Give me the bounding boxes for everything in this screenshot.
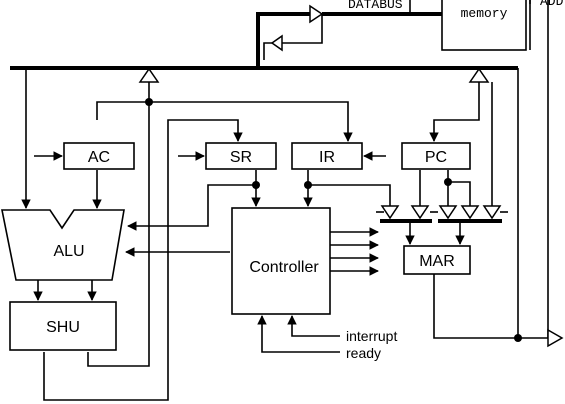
controller-unit: Controller [231,207,331,315]
shu-output-return [87,102,150,367]
bus-driver-pc [468,67,490,83]
shu-unit: SHU [9,301,117,351]
databus-label: DATABUS [348,0,403,12]
junction-address [514,334,522,342]
alu-label: ALU [53,243,84,260]
alu-feedback-up [96,101,149,120]
databus-upper-link [256,12,310,68]
ir-register: IR [291,142,363,170]
bus-driver-alu [138,67,160,83]
interrupt-input [287,315,340,337]
controller-label: Controller [249,259,319,276]
mar-to-address-out [433,274,548,339]
ir-to-mar-buffer [308,184,391,206]
bus-to-ir [148,82,353,142]
databus-in-drop [263,42,272,60]
databus-return-wire [280,14,323,44]
ac-register: AC [63,142,135,170]
bus-to-pc [429,82,480,142]
mar-input-buffers [376,205,508,220]
mar-label: MAR [419,253,455,270]
memory-label: memory [461,6,508,21]
bus-to-sr [167,119,243,180]
mar-register: MAR [403,245,471,275]
memory-block: memory [441,0,527,51]
databus-buffer-in [270,34,283,52]
sr-register: SR [205,142,277,170]
pc-to-bus-buffer [448,181,471,206]
ir-label: IR [319,149,335,166]
alu-unit: ALU [1,209,125,281]
ac-label: AC [88,149,110,166]
shu-to-bus-loop [43,180,169,401]
databus-connection [256,4,442,68]
sr-label: SR [230,149,252,166]
pc-register: PC [401,142,471,170]
databus-buffer-out [309,4,324,24]
interrupt-label: interrupt [346,328,397,344]
sr-to-alu [127,184,256,231]
pc-label: PC [425,149,447,166]
ready-label: ready [346,345,381,361]
address-out-buffer [547,328,564,348]
ready-input [257,315,340,353]
shu-label: SHU [46,319,80,336]
address-label: ADD [540,0,564,9]
